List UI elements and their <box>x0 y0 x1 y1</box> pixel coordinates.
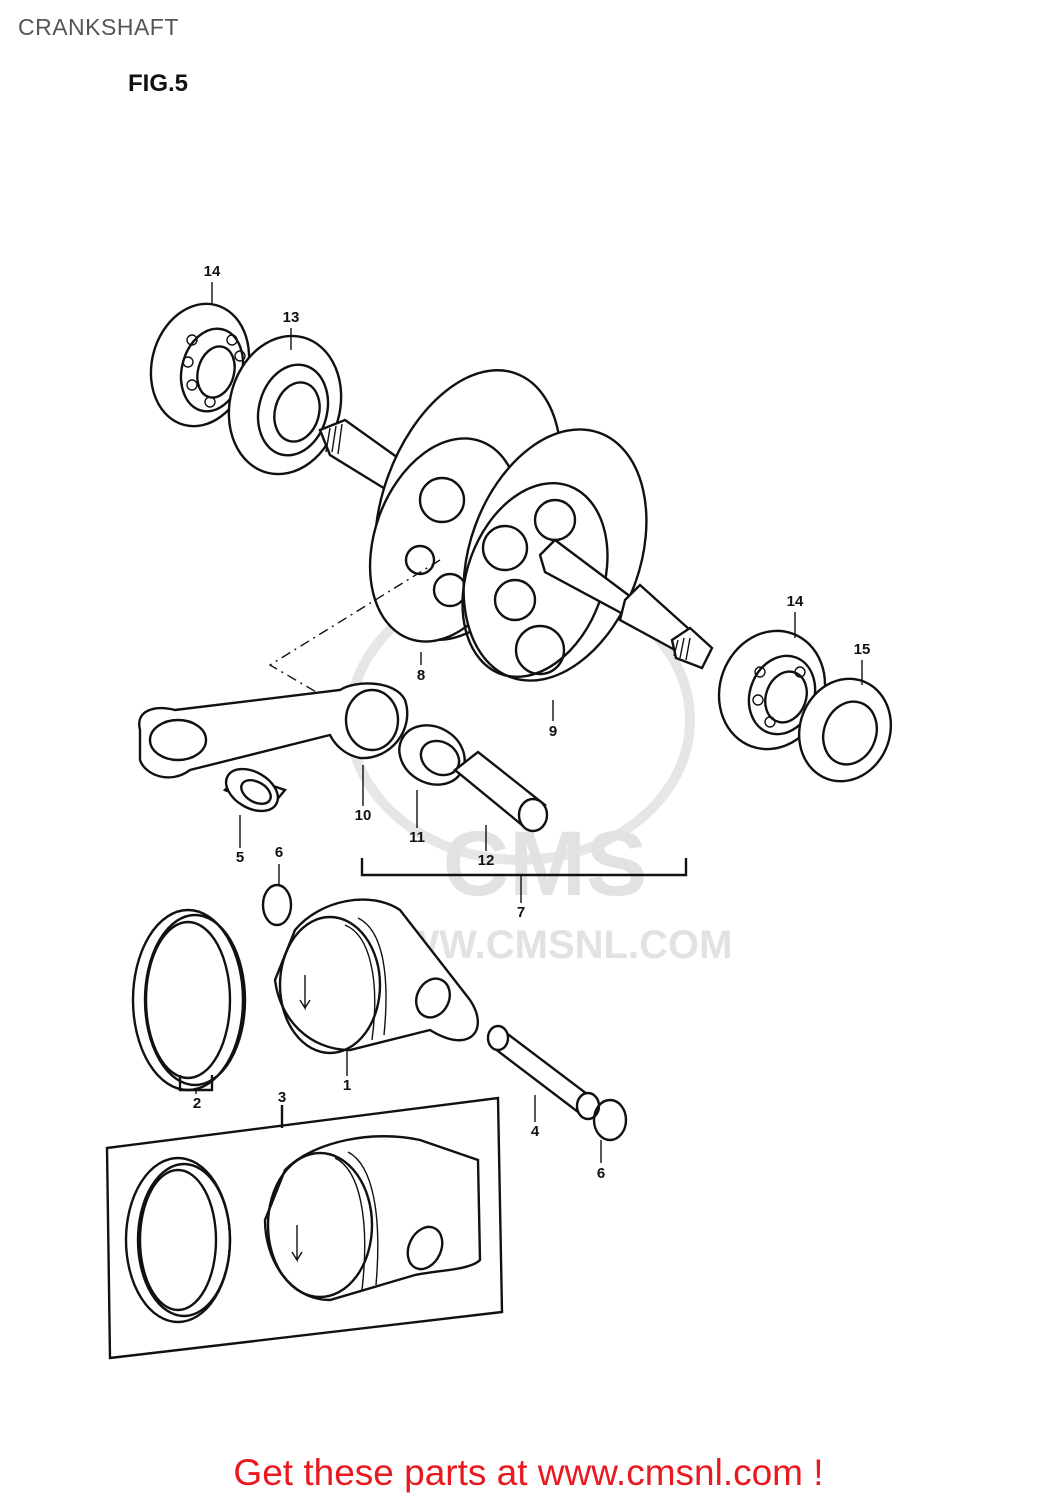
part-1-piston <box>273 898 480 1055</box>
callout-13: 13 <box>283 309 300 326</box>
callout-2: 2 <box>193 1095 201 1112</box>
callout-11: 11 <box>409 829 425 846</box>
part-15-oil-seal <box>797 677 893 783</box>
callout-10: 10 <box>355 807 372 824</box>
callout-8: 8 <box>417 667 425 684</box>
part-14-bearing-left <box>149 302 251 428</box>
part-2-piston-rings <box>131 908 247 1092</box>
part-5-needle-bearing <box>222 767 288 813</box>
callout-9: 9 <box>549 723 557 740</box>
get-parts-link[interactable]: Get these parts at www.cmsnl.com ! <box>233 1452 824 1493</box>
crankshaft-right-shaft <box>538 538 714 670</box>
callout-6-bottom: 6 <box>597 1165 605 1182</box>
part-6-circlip-bottom <box>592 1098 628 1142</box>
callout-14-right: 14 <box>787 593 804 610</box>
part-4-piston-pin <box>486 1024 601 1121</box>
part-3-piston-kit-box <box>105 1096 504 1360</box>
figure-label: FIG.5 <box>128 70 189 97</box>
part-10-connecting-rod <box>138 682 409 779</box>
part-7-bracket <box>360 858 688 877</box>
callout-4: 4 <box>531 1123 540 1140</box>
part-12-crank-pin <box>453 750 549 833</box>
callout-6-top: 6 <box>275 844 283 861</box>
page-title: CRANKSHAFT <box>18 14 179 40</box>
callout-5: 5 <box>236 849 244 866</box>
callout-7: 7 <box>517 904 525 921</box>
callout-labels: 14 13 14 15 8 9 10 11 12 5 6 7 2 1 3 4 6 <box>193 263 871 1182</box>
guide-lines <box>268 559 441 701</box>
watermark-logo: CMS <box>443 813 647 915</box>
callout-1: 1 <box>343 1077 351 1094</box>
part-13-oil-seal <box>227 334 343 476</box>
callout-14-top: 14 <box>204 263 221 280</box>
callout-12: 12 <box>478 852 495 869</box>
callout-leader-lines <box>195 282 863 1163</box>
part-6-circlip-top <box>261 883 293 927</box>
callout-15: 15 <box>854 641 871 658</box>
callout-3: 3 <box>278 1089 286 1106</box>
